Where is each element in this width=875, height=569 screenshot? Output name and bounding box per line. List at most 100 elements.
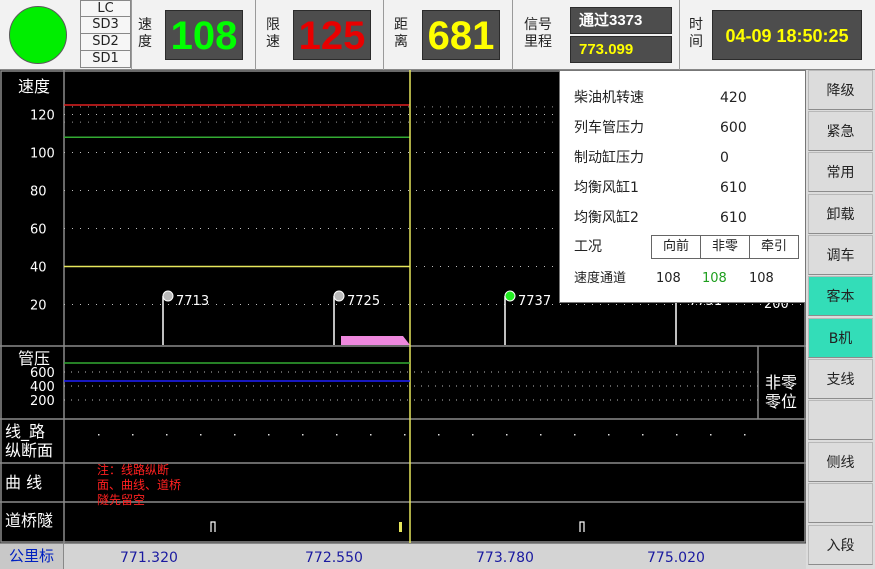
pressure-tick-label: 600 [30, 366, 55, 381]
bridge-markers [210, 521, 585, 532]
profile-dot [676, 434, 678, 436]
profile-dot [574, 434, 576, 436]
km-label: 773.780 [476, 550, 534, 566]
signal-pass-readout: 通过3373 [570, 7, 672, 34]
profile-dot [370, 434, 372, 436]
condition-direction: 向前 [651, 235, 701, 259]
profile-dot [98, 434, 100, 436]
side-track-button[interactable]: 侧线 [808, 442, 873, 482]
condition-handle: 非零 [700, 235, 750, 259]
speed-tick-label: 120 [30, 109, 55, 124]
time-label: 时间 [689, 17, 703, 50]
profile-dot [472, 434, 474, 436]
branch-line-button[interactable]: 支线 [808, 359, 873, 399]
kilometer-axis: 公里标 771.320 772.550 773.780 775.020 [0, 543, 806, 569]
pressure-tick-label: 200 [30, 394, 55, 409]
profile-dot [302, 434, 304, 436]
profile-title: 线_路 [5, 422, 45, 442]
distance-readout: 681 [422, 10, 500, 60]
mode-item: SD3 [80, 17, 131, 34]
function-button-panel: 降级 紧急 常用 卸载 调车 客本 B机 支线 侧线 入段 [806, 70, 875, 569]
profile-dot [132, 434, 134, 436]
channel-value: 108 [702, 271, 727, 286]
profile-dot [268, 434, 270, 436]
degrade-button[interactable]: 降级 [808, 70, 873, 110]
profile-dot [642, 434, 644, 436]
signal-lamp [9, 6, 67, 64]
speed-tick-label: 40 [30, 261, 47, 276]
profile-dot [234, 434, 236, 436]
train-position-block [341, 336, 403, 345]
profile-dot [744, 434, 746, 436]
info-value: 0 [720, 150, 729, 166]
condition-label: 工况 [574, 239, 602, 255]
channel-label: 速度通道 [574, 271, 627, 286]
service-brake-button[interactable]: 常用 [808, 152, 873, 192]
signal-id: 7713 [176, 294, 209, 309]
lane-note: 注：线路纵断面、曲线、道桥隧先留空 [97, 463, 182, 507]
locomotive-info-panel: 柴油机转速 420 列车管压力 600 制动缸压力 0 均衡风缸1 610 均衡… [559, 70, 806, 303]
profile-dot [438, 434, 440, 436]
km-axis-title: 公里标 [0, 544, 64, 569]
info-label: 柴油机转速 [574, 90, 644, 106]
info-value: 610 [720, 180, 747, 196]
channel-value: 108 [656, 271, 681, 286]
info-label: 均衡风缸2 [574, 210, 639, 226]
signal-km-readout: 773.099 [570, 36, 672, 63]
profile-dot [200, 434, 202, 436]
profile-dot [166, 434, 168, 436]
info-value: 420 [720, 90, 747, 106]
speed-tick-label: 60 [30, 223, 47, 238]
condition-mode: 牵引 [749, 235, 799, 259]
passenger-mode-button[interactable]: 客本 [808, 276, 873, 316]
blank-button[interactable] [808, 400, 873, 440]
speed-label: 速度 [138, 17, 152, 50]
km-label: 772.550 [305, 550, 363, 566]
signal-marker[interactable]: 7713 [162, 290, 209, 345]
channel-value: 108 [749, 271, 774, 286]
curve-title: 曲 线 [5, 473, 42, 492]
pressure-axis-title: 管压 [18, 349, 50, 368]
speed-readout: 108 [165, 10, 243, 60]
info-label: 制动缸压力 [574, 150, 644, 166]
pressure-tick-label: 400 [30, 380, 55, 395]
bridge-title: 道桥隧 [5, 511, 53, 530]
info-value: 600 [720, 120, 747, 136]
km-label: 771.320 [120, 550, 178, 566]
profile-dot [404, 434, 406, 436]
speed-tick-label: 100 [30, 147, 55, 162]
distance-label: 距离 [394, 17, 408, 50]
info-label: 均衡风缸1 [574, 180, 639, 196]
km-label: 775.020 [647, 550, 705, 566]
shunting-button[interactable]: 调车 [808, 235, 873, 275]
mode-item: SD1 [80, 51, 131, 68]
enter-depot-button[interactable]: 入段 [808, 525, 873, 565]
signal-km-label: 信号里程 [524, 17, 552, 50]
profile-dot [710, 434, 712, 436]
limit-label: 限速 [266, 17, 280, 50]
info-label: 列车管压力 [574, 120, 644, 136]
profile-dot [540, 434, 542, 436]
clock-readout: 04-09 18:50:25 [712, 10, 862, 60]
speed-limit-readout: 125 [293, 10, 371, 60]
speed-tick-label: 80 [30, 185, 47, 200]
pressure-status: 零位 [765, 392, 797, 411]
info-value: 610 [720, 210, 747, 226]
b-unit-button[interactable]: B机 [808, 318, 873, 358]
mode-item: SD2 [80, 34, 131, 51]
signal-id: 7725 [347, 294, 380, 309]
signal-marker[interactable]: 7725 [333, 290, 380, 345]
profile-dot [506, 434, 508, 436]
profile-dot [336, 434, 338, 436]
signal-marker[interactable]: 7737 [504, 290, 551, 345]
mode-item: LC [80, 0, 131, 17]
unload-button[interactable]: 卸载 [808, 194, 873, 234]
emergency-button[interactable]: 紧急 [808, 111, 873, 151]
mode-list: LC SD3 SD2 SD1 [80, 0, 131, 68]
speed-axis-title: 速度 [18, 77, 50, 96]
pressure-status: 非零 [765, 373, 797, 392]
blank-button[interactable] [808, 483, 873, 523]
speed-tick-label: 20 [30, 299, 47, 314]
status-header: LC SD3 SD2 SD1 速度 108 限速 125 距离 681 信号里程… [0, 0, 875, 70]
signal-id: 7737 [518, 294, 551, 309]
